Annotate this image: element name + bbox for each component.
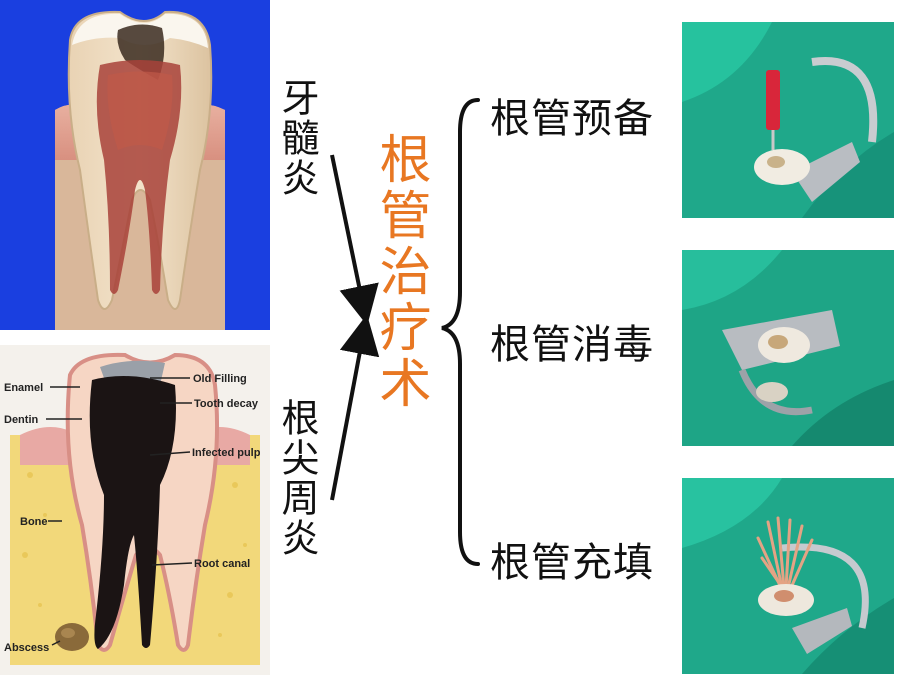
tooth-cross-section-image <box>0 0 270 330</box>
step-label-obturation: 根管充填 <box>490 540 654 586</box>
enamel-label: Enamel <box>4 382 43 394</box>
pulpitis-label: 牙髓炎 <box>275 78 319 198</box>
photo-root-canal-obturation <box>682 478 894 674</box>
photo-root-canal-preparation <box>682 22 894 218</box>
dentin-label: Dentin <box>4 414 39 426</box>
photo-root-canal-disinfection <box>682 250 894 446</box>
root-canal-therapy-title: 根管治疗术 <box>370 132 430 412</box>
root-canal-label: Root canal <box>194 558 250 570</box>
old-filling-label: Old Filling <box>193 373 247 385</box>
tooth-decay-label: Tooth decay <box>194 398 259 410</box>
converging-arrows <box>330 154 380 501</box>
bone-label: Bone <box>20 516 48 528</box>
step-label-disinfection: 根管消毒 <box>490 322 654 368</box>
periapical-periodontitis-label: 根尖周炎 <box>275 398 319 558</box>
abscess-label: Abscess <box>4 642 49 654</box>
curly-brace <box>441 98 480 566</box>
step-label-preparation: 根管预备 <box>490 96 654 142</box>
infected-pulp-label: Infected pulp <box>192 447 261 459</box>
tooth-anatomy-diagram: Enamel Dentin Bone Abscess Old Filling T… <box>0 345 270 675</box>
